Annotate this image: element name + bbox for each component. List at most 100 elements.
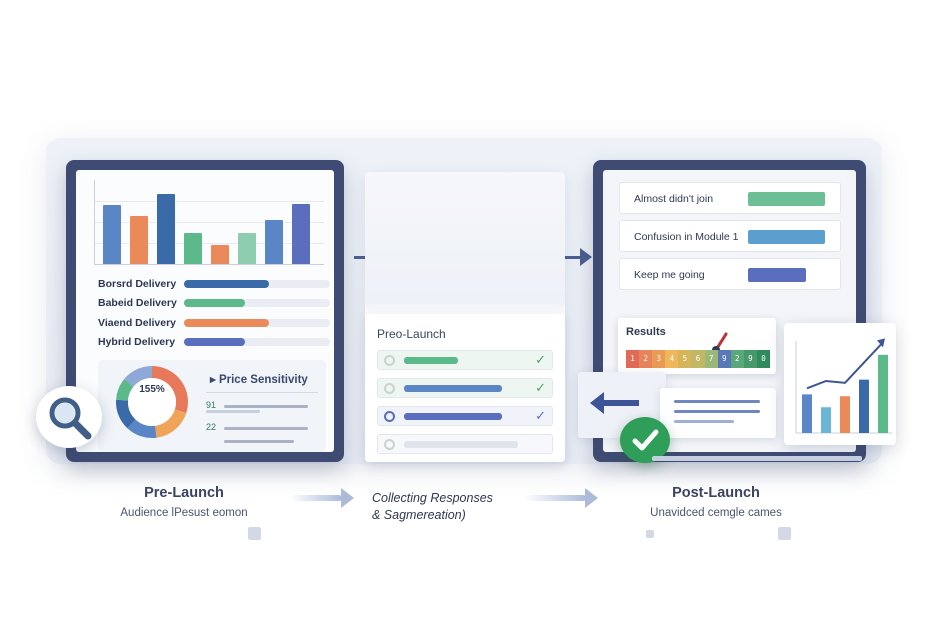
- feedback-bar: [748, 268, 806, 282]
- audience-bar: [292, 204, 310, 264]
- donut-segment: [116, 379, 134, 401]
- scale-cell: 0: [756, 350, 771, 368]
- checklist-title: Preo-Launch: [377, 327, 446, 341]
- delivery-bar-track: [184, 338, 330, 347]
- feedback-label: Keep me going: [634, 269, 705, 281]
- delivery-bar-fill: [184, 279, 269, 288]
- audience-bar: [130, 216, 148, 264]
- delivery-row: Babeid Delivery: [98, 294, 330, 314]
- pre-launch-checklist-card: Preo-Launch ✓ ✓ ✓: [365, 314, 565, 462]
- audience-bar: [184, 233, 202, 264]
- collection-stage-line1: Collecting Responses: [372, 491, 493, 505]
- feedback-item: Confusion in Module 1: [619, 220, 841, 252]
- collection-stage-line2: & Sagmereation): [372, 508, 466, 522]
- results-title: Results: [626, 326, 666, 338]
- scale-cell: 2: [730, 350, 744, 368]
- growth-bar: [859, 379, 869, 433]
- pre-launch-subtitle: Audience lPesust eomon: [120, 507, 248, 519]
- scale-cell: 2: [639, 350, 653, 368]
- sensitivity-row-value: 91: [206, 400, 217, 410]
- status-circle-icon: [384, 355, 395, 366]
- growth-bar: [802, 394, 812, 433]
- status-circle-icon: [384, 383, 395, 394]
- status-circle-icon: [384, 411, 395, 422]
- magnifier-badge: [36, 386, 102, 448]
- scale-cell: 3: [652, 350, 666, 368]
- delivery-bar-track: [184, 279, 330, 288]
- price-sensitivity-panel: 155% ▸ Price Sensitivity 91 22: [98, 360, 326, 452]
- pre-launch-stage: Pre-Launch Audience lPesust eomon: [100, 485, 268, 519]
- scale-cell: 7: [704, 350, 718, 368]
- stage-marker: [646, 530, 654, 538]
- delivery-bar-track: [184, 318, 330, 327]
- report-line: [674, 420, 734, 423]
- status-circle-icon: [384, 439, 395, 450]
- scale-cell: 9: [717, 350, 731, 368]
- sensitivity-row-value: 22: [206, 422, 217, 432]
- delivery-bar-fill: [184, 318, 269, 327]
- checkmark-icon: ✓: [535, 380, 546, 395]
- checklist-progress-bar: [404, 413, 502, 420]
- scale-cell: 1: [626, 350, 640, 368]
- checklist-row: [377, 434, 553, 454]
- delivery-row: Hybrid Delivery: [98, 333, 330, 353]
- price-sensitivity-title: ▸ Price Sensitivity: [210, 374, 308, 386]
- pre-launch-title: Pre-Launch: [144, 485, 224, 501]
- sensitivity-row-line: [224, 427, 308, 430]
- sensitivity-divider: [206, 392, 318, 393]
- post-launch-title: Post-Launch: [672, 485, 760, 501]
- donut-segment: [127, 419, 157, 438]
- stage-marker: [778, 527, 791, 540]
- delivery-label: Viaend Delivery: [98, 316, 177, 329]
- flow-arrow-right-icon: [580, 248, 592, 266]
- growth-bar: [878, 354, 888, 433]
- checklist-progress-bar: [404, 441, 518, 448]
- sensitivity-donut-chart: [116, 366, 188, 438]
- scale-cell: 5: [678, 350, 692, 368]
- growth-bar-line-chart: [795, 338, 892, 434]
- stage-arrow-shaft: [524, 495, 586, 501]
- scale-cell: 6: [691, 350, 705, 368]
- audience-bar: [238, 233, 256, 264]
- collection-stage: Collecting Responses & Sagmereation): [372, 490, 493, 524]
- feedback-label: Almost didn't join: [634, 193, 714, 205]
- audience-bar: [211, 245, 229, 264]
- feedback-item: Almost didn't join: [619, 182, 841, 214]
- delivery-label: Borsrd Delivery: [98, 277, 177, 290]
- donut-segment: [116, 399, 136, 429]
- sensitivity-row-line: [224, 405, 308, 408]
- check-icon: [632, 429, 659, 451]
- stage-marker: [248, 527, 261, 540]
- checklist-row: ✓: [377, 350, 553, 370]
- checkmark-icon: ✓: [535, 408, 546, 423]
- feedback-label: Confusion in Module 1: [634, 231, 739, 243]
- stage-arrow-shaft: [290, 495, 342, 501]
- audience-bar-chart: [94, 180, 324, 265]
- return-arrow-shaft: [603, 400, 639, 406]
- approved-check-badge: [620, 417, 670, 463]
- checklist-progress-bar: [404, 357, 458, 364]
- report-summary-card: [660, 388, 776, 438]
- feedback-bar: [748, 230, 825, 244]
- trend-arrowhead-icon: [877, 338, 885, 348]
- checklist-row: ✓: [377, 406, 553, 426]
- post-launch-stage: Post-Launch Unavidced cemgle cames: [630, 485, 802, 519]
- growth-chart-card: [784, 323, 896, 445]
- checkmark-icon: ✓: [535, 352, 546, 367]
- scale-cell: 4: [665, 350, 679, 368]
- magnifier-icon: [49, 397, 92, 440]
- delivery-bar-fill: [184, 299, 246, 308]
- donut-segment: [154, 409, 187, 438]
- feedback-item: Keep me going: [619, 258, 841, 290]
- delivery-row: Viaend Delivery: [98, 313, 330, 333]
- delivery-bar-track: [184, 299, 330, 308]
- stage-arrow-right-icon: [585, 488, 598, 508]
- growth-trend-line: [806, 341, 884, 390]
- audience-bar: [103, 205, 121, 264]
- checklist-progress-bar: [404, 385, 502, 392]
- scale-cell: 9: [743, 350, 757, 368]
